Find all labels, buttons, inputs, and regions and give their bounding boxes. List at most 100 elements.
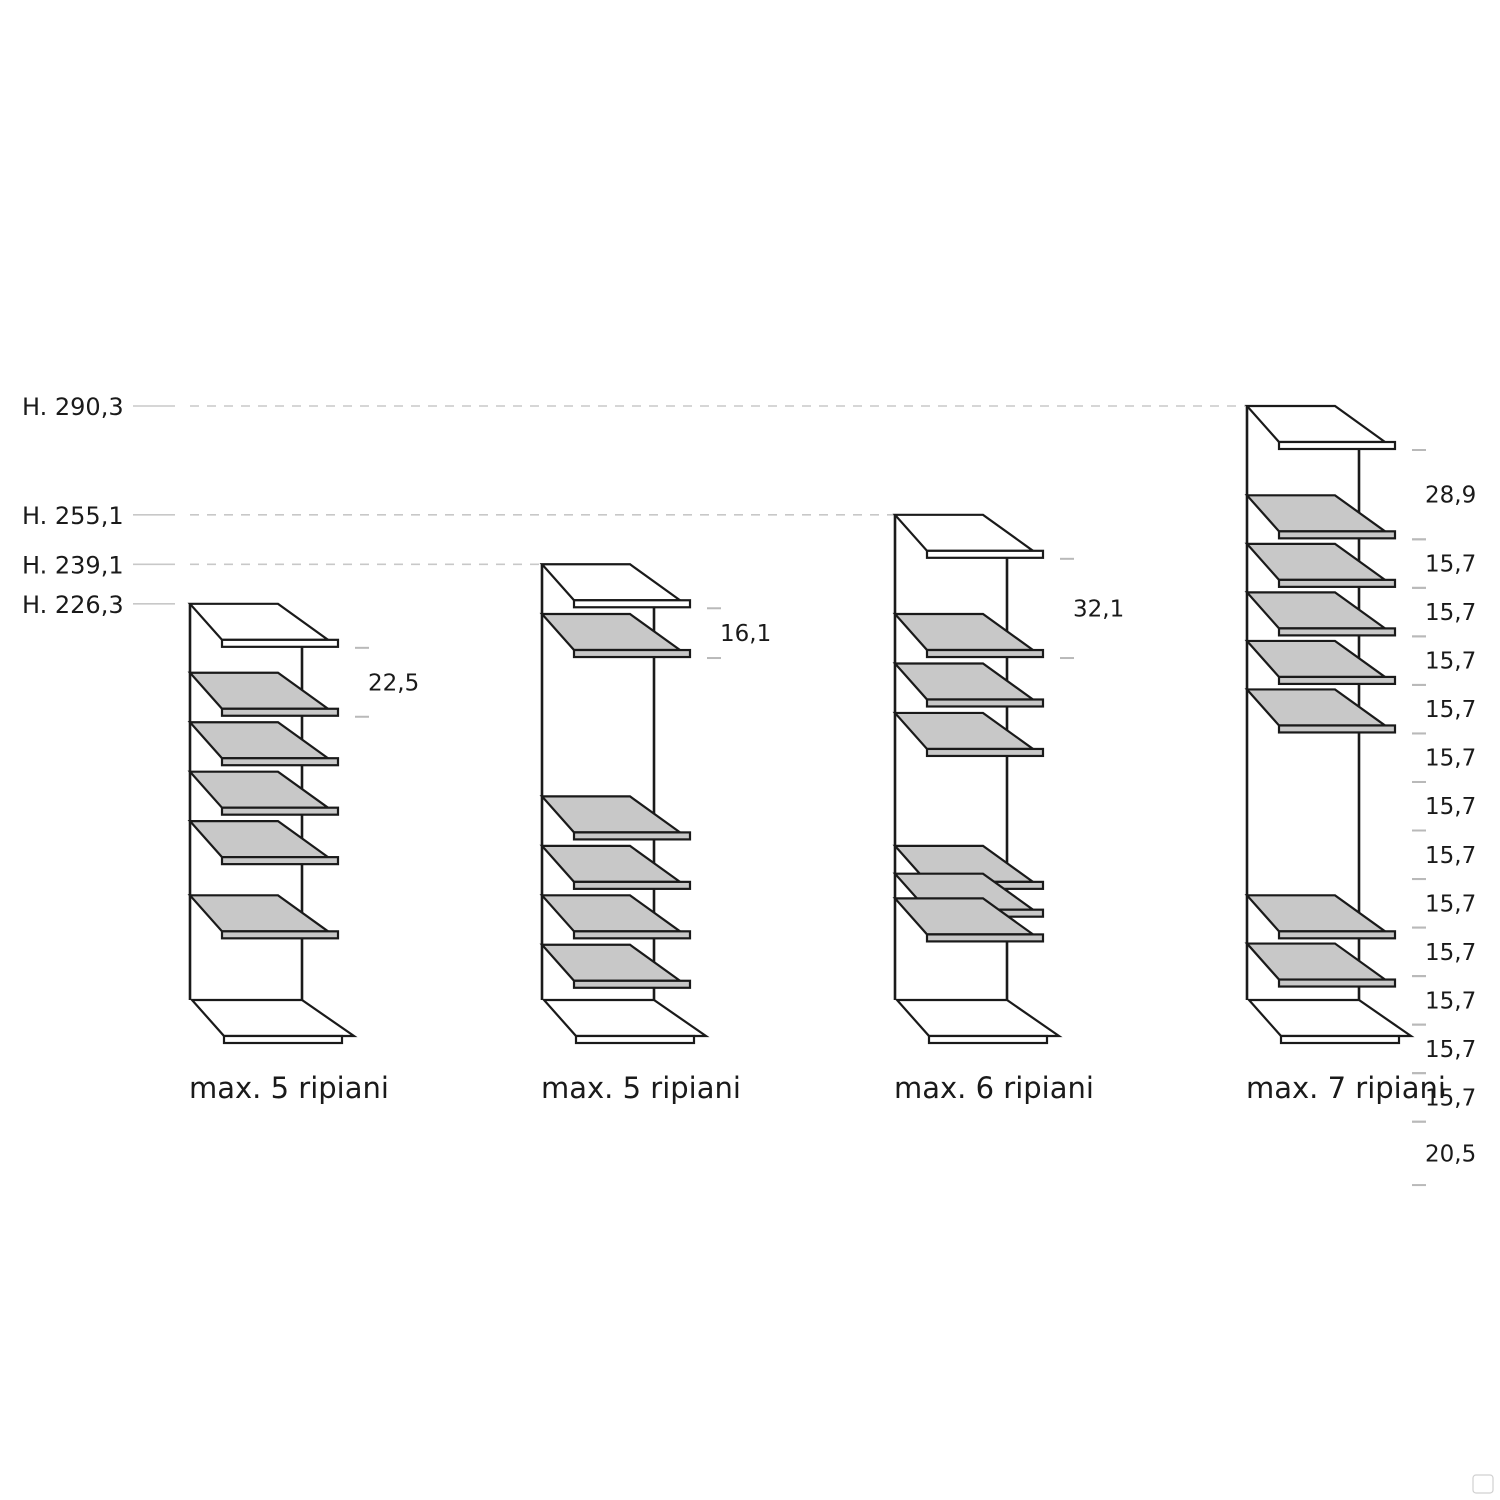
top-panel-front-edge bbox=[572, 599, 692, 609]
shelf-front-edge bbox=[572, 930, 692, 940]
height-label: H. 239,1 bbox=[22, 551, 124, 579]
dimension: 15,7 bbox=[1412, 780, 1476, 832]
dimension: 15,7 bbox=[1412, 1072, 1476, 1123]
shelf-front-edge bbox=[220, 757, 340, 767]
base-frame-rail bbox=[1279, 1034, 1401, 1045]
shelf bbox=[187, 671, 340, 717]
shelf-surface bbox=[1244, 542, 1389, 581]
shelf bbox=[892, 662, 1045, 708]
shelf-front-edge bbox=[220, 856, 340, 866]
top-panel bbox=[1244, 404, 1397, 451]
dimension-label: 28,9 bbox=[1425, 483, 1476, 509]
shelf bbox=[539, 612, 692, 659]
dimension-label: 15,7 bbox=[1425, 940, 1476, 966]
dimension: 15,7 bbox=[1412, 878, 1476, 929]
shelf-surface bbox=[187, 671, 332, 710]
shelf bbox=[892, 612, 1045, 659]
top-panel-surface bbox=[187, 602, 332, 641]
dimension-label: 15,7 bbox=[1425, 552, 1476, 578]
dimension-label: 15,7 bbox=[1425, 746, 1476, 772]
shelf-front-edge bbox=[1277, 978, 1397, 988]
shelving-unit-1: 22,5 max. 5 ripiani bbox=[187, 602, 419, 1105]
top-panel-front-edge bbox=[220, 638, 340, 648]
shelving-unit-3: 32,1 max. 6 ripiani bbox=[892, 513, 1124, 1105]
shelf-front-edge bbox=[220, 806, 340, 816]
shelf-front-edge bbox=[1277, 530, 1397, 540]
shelf-front-edge bbox=[925, 698, 1045, 708]
dimension: 15,7 bbox=[1412, 926, 1476, 978]
shelf-front-edge bbox=[1277, 675, 1397, 686]
dimension: 15,7 bbox=[1412, 1023, 1476, 1075]
dimension: 15,7 bbox=[1412, 732, 1476, 783]
top-panel-surface bbox=[892, 513, 1037, 552]
shelf-surface bbox=[539, 943, 684, 982]
base-frame-top bbox=[189, 998, 358, 1038]
top-panel-front-edge bbox=[1277, 440, 1397, 451]
shelf-front-edge bbox=[925, 648, 1045, 659]
dimension-label: 22,5 bbox=[368, 670, 419, 696]
dimension: 16,1 bbox=[707, 607, 771, 660]
top-panel-surface bbox=[539, 563, 684, 602]
shelf-surface bbox=[187, 770, 332, 809]
top-panel-front-edge bbox=[925, 549, 1045, 559]
dimension-label: 15,7 bbox=[1425, 1085, 1476, 1111]
base-frame bbox=[1246, 998, 1415, 1045]
shelf bbox=[1244, 639, 1397, 686]
shelf-front-edge bbox=[1277, 627, 1397, 637]
shelf-front-edge bbox=[220, 930, 340, 940]
dimension-label: 15,7 bbox=[1425, 988, 1476, 1014]
shelf bbox=[1244, 688, 1397, 734]
shelf bbox=[1244, 894, 1397, 940]
watermark-icon bbox=[1472, 1474, 1494, 1494]
unit-caption: max. 5 ripiani bbox=[541, 1071, 741, 1105]
dimension: 15,7 bbox=[1412, 975, 1476, 1026]
shelf bbox=[892, 897, 1045, 943]
shelf bbox=[539, 943, 692, 989]
dimension: 15,7 bbox=[1412, 586, 1476, 638]
base-frame-rail bbox=[927, 1034, 1049, 1045]
dimension-label: 32,1 bbox=[1073, 596, 1124, 622]
dimension-label: 15,7 bbox=[1425, 649, 1476, 675]
shelf-surface bbox=[892, 711, 1037, 751]
shelving-unit-4: 28,9 15,7 15,7 15,7 15,7 15,7 15,7 15,7 15,7 15,7… bbox=[1244, 404, 1476, 1187]
base-frame bbox=[894, 998, 1063, 1045]
dimension: 15,7 bbox=[1412, 635, 1476, 686]
unit-caption: max. 7 ripiani bbox=[1246, 1071, 1446, 1105]
shelf-front-edge bbox=[925, 933, 1045, 943]
shelf bbox=[1244, 494, 1397, 540]
dimension: 22,5 bbox=[355, 646, 419, 718]
unit-caption: max. 5 ripiani bbox=[189, 1071, 389, 1105]
base-frame-top bbox=[541, 998, 710, 1038]
dimension: 15,7 bbox=[1412, 683, 1476, 735]
shelf bbox=[1244, 591, 1397, 637]
shelf-front-edge bbox=[572, 831, 692, 841]
shelf bbox=[187, 770, 340, 816]
shelf-surface bbox=[1244, 688, 1389, 727]
shelf-surface bbox=[1244, 894, 1389, 933]
shelf bbox=[187, 820, 340, 866]
unit-caption: max. 6 ripiani bbox=[894, 1071, 1094, 1105]
height-label: H. 290,3 bbox=[22, 393, 124, 421]
dimension-label: 16,1 bbox=[720, 621, 771, 647]
base-frame-rail bbox=[222, 1034, 344, 1045]
shelf-front-edge bbox=[220, 707, 340, 717]
shelf-surface bbox=[1244, 494, 1389, 533]
base-frame-top bbox=[1246, 998, 1415, 1038]
shelf bbox=[187, 721, 340, 767]
shelf-front-edge bbox=[572, 648, 692, 659]
dimension-label: 15,7 bbox=[1425, 1037, 1476, 1063]
dimension: 32,1 bbox=[1060, 557, 1124, 660]
dimension: 15,7 bbox=[1412, 538, 1476, 589]
shelf-surface bbox=[539, 795, 684, 834]
shelving-unit-2: 16,1 max. 5 ripiani bbox=[539, 563, 771, 1105]
dimension-label: 20,5 bbox=[1425, 1141, 1476, 1167]
dimension-label: 15,7 bbox=[1425, 600, 1476, 626]
height-labels: H. 290,3H. 255,1H. 239,1H. 226,3 bbox=[22, 393, 124, 619]
shelf bbox=[539, 844, 692, 890]
base-frame bbox=[189, 998, 358, 1045]
shelf bbox=[539, 795, 692, 841]
dimension-label: 15,7 bbox=[1425, 794, 1476, 820]
height-label: H. 255,1 bbox=[22, 502, 124, 530]
top-panel bbox=[539, 563, 692, 609]
dimension: 20,5 bbox=[1412, 1120, 1476, 1187]
